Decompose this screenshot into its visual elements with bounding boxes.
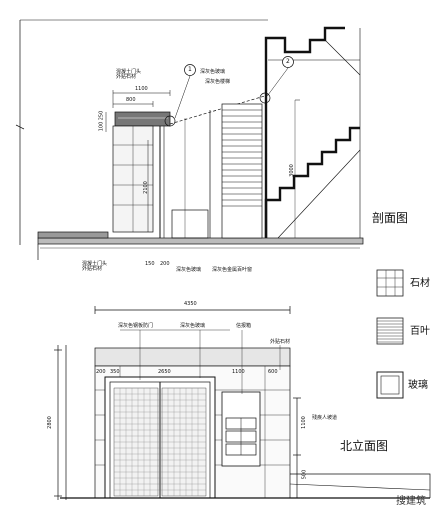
legend-glass-label: 玻璃 (408, 380, 428, 391)
dim-mid-h: 2100 (142, 181, 149, 194)
dim-left-h: 2800 (46, 416, 53, 429)
annotation-stone-top: 混凝土门头 外贴石材 (116, 69, 142, 80)
watermark: 搜建筑 (396, 496, 426, 507)
legend-glass-swatch (376, 371, 404, 399)
dim-right-h1: 1100 (300, 416, 307, 429)
callout-1 (164, 64, 196, 127)
dim-seg1: 200 (96, 369, 106, 375)
dim-bottom-b: 200 (160, 261, 170, 267)
door-mesh (114, 388, 206, 496)
dim-right-h2: 500 (301, 469, 308, 480)
annotation-glass-canopy: 深灰色玻璃 (200, 69, 226, 75)
annotation-stone: 外贴石材 (270, 339, 291, 345)
legend-louver-label: 百叶 (410, 326, 430, 337)
section-drawing (15, 19, 364, 260)
dim-stair-h: 3000 (288, 164, 295, 177)
dim-width-sub: 800 (126, 97, 136, 103)
section-dimensions (105, 90, 300, 232)
annotation-glass: 深灰色玻璃 (180, 323, 206, 329)
dim-seg5: 600 (268, 369, 278, 375)
legend-stone-label: 石材 (410, 278, 430, 289)
dim-bottom-a: 150 (145, 261, 155, 267)
annotation-grey-stair: 深灰色楼梯 (205, 79, 231, 85)
legend (376, 269, 404, 399)
dim-width-top: 1100 (135, 86, 148, 92)
annotation-mailbox: 信报箱 (236, 323, 252, 329)
callout-2 (259, 56, 294, 104)
dim-left-h2: 100 (98, 121, 105, 132)
dim-left-h1: 250 (98, 110, 105, 121)
legend-stone-swatch (376, 269, 404, 297)
dim-seg2: 350 (110, 369, 120, 375)
section-title: 剖面图 (372, 211, 409, 225)
annotation-door: 深灰色钢板防门 (118, 323, 154, 329)
dim-seg4: 1100 (232, 369, 245, 375)
annotation-ramp: 残疾人坡道 (312, 415, 338, 421)
dim-seg3: 2650 (158, 369, 171, 375)
callout-2-number: 2 (286, 58, 290, 65)
annotation-grey-glass-door: 深灰色玻璃 (176, 267, 202, 273)
elevation-title: 北立面图 (340, 439, 389, 453)
dim-overall-width: 4350 (184, 301, 197, 307)
legend-louver-swatch (376, 317, 404, 345)
annotation-stone-bottom: 混凝土门头 外贴石材 (82, 261, 108, 272)
annotation-grey-louver: 深灰色金属百叶窗 (212, 267, 253, 273)
callout-1-number: 1 (188, 66, 192, 73)
